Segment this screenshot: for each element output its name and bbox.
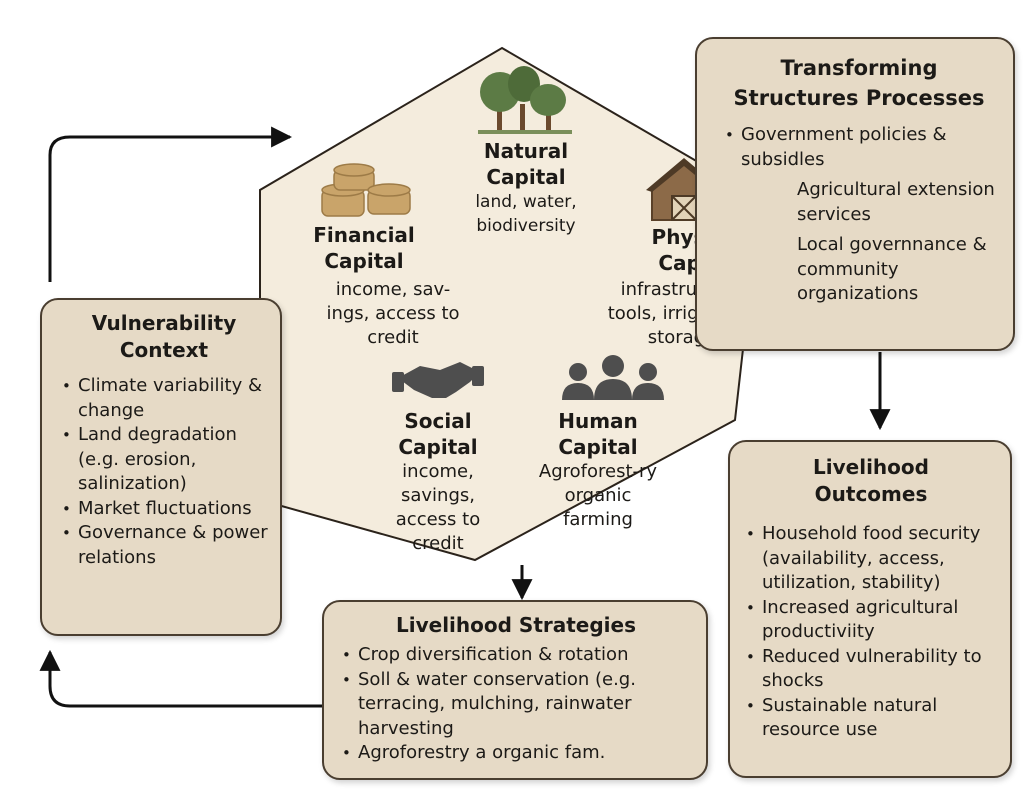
natural-capital-title: Natural Capital — [483, 139, 569, 189]
people-icon — [562, 355, 664, 400]
livelihood-outcomes-title: Livelihood Outcomes — [813, 455, 929, 506]
transforming-structures-list: Government policies & subsidles Agricult… — [719, 123, 999, 307]
list-item: Soll & water conservation (e.g. terracin… — [336, 668, 696, 742]
vulnerability-context-list: Climate variability & change Land degrad… — [56, 374, 272, 570]
financial-capital-title: Financial Capital — [313, 223, 415, 273]
human-capital-title: Human Capital — [558, 409, 638, 459]
list-item: Climate variability & change — [56, 374, 272, 423]
list-item: Local governnance & community organizati… — [797, 234, 987, 304]
human-capital-desc: Agroforest-ry organic farming — [538, 461, 658, 530]
social-capital-desc: income, savings, access to credit — [395, 461, 481, 554]
list-item: Reduced vulnerability to shocks — [740, 645, 1002, 694]
list-item: Land degradation (e.g. erosion, saliniza… — [56, 423, 272, 497]
livelihood-strategies-box: Livelihood Strategies Crop diversificati… — [322, 600, 708, 780]
financial-capital: Financial Capital — [300, 222, 428, 274]
loop-arrow-top — [48, 126, 293, 282]
loop-arrow-bottom — [39, 649, 322, 708]
financial-capital-desc: income, sav-ings, access to credit — [326, 279, 460, 348]
human-capital: Human Capital Agroforest-ry organic farm… — [538, 408, 658, 532]
list-item: Agricultural extension services — [797, 179, 995, 225]
transforming-structures-box: Transforming Structures Processes Govern… — [695, 37, 1015, 351]
list-item: Household food security (availability, a… — [740, 522, 1002, 596]
livelihood-outcomes-list: Household food security (availability, a… — [740, 522, 1002, 743]
financial-capital-desc-wrap: income, sav-ings, access to credit — [318, 278, 468, 350]
list-item: Crop diversification & rotation — [336, 643, 696, 668]
list-item: Governance & power relations — [56, 521, 272, 570]
livelihood-strategies-title: Livelihood Strategies — [396, 613, 636, 637]
list-item: Sustainable natural resource use — [740, 694, 1002, 743]
social-capital-title: Social Capital — [398, 409, 478, 459]
coins-icon — [321, 163, 411, 217]
social-capital: Social Capital income, savings, access t… — [378, 408, 498, 556]
list-item: Increased agricultural productiviity — [740, 596, 1002, 645]
natural-capital-desc: land, water, biodiversity — [475, 192, 577, 236]
list-item: Market fluctuations — [56, 497, 272, 522]
vulnerability-context-box: Vulnerability Context Climate variabilit… — [40, 298, 282, 636]
handshake-icon — [392, 362, 484, 398]
list-item: Government policies & subsidles — [719, 123, 999, 178]
livelihood-outcomes-box: Livelihood Outcomes Household food secur… — [728, 440, 1012, 778]
livelihood-strategies-list: Crop diversification & rotation Soll & w… — [336, 643, 696, 766]
transforming-structures-title: Transforming Structures Processes — [733, 56, 985, 110]
vulnerability-context-title: Vulnerability Context — [91, 311, 237, 362]
natural-capital: Natural Capital land, water, biodiversit… — [450, 138, 602, 238]
list-item: Agroforestry a organic fam. — [336, 741, 696, 766]
tree-icon — [478, 66, 572, 134]
